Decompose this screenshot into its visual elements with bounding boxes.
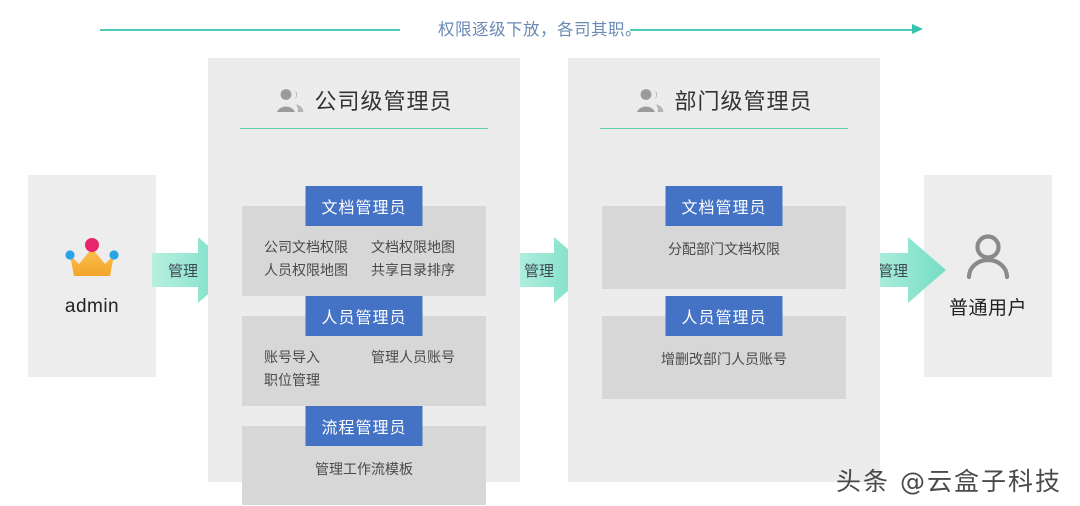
item: 增删改部门人员账号 — [661, 351, 787, 367]
chip-dept-people-admin[interactable]: 人员管理员 — [665, 296, 783, 336]
card-company-people-admin[interactable]: 人员管理员 账号导入 管理人员账号 职位管理 — [242, 296, 486, 407]
banner: 权限逐级下放，各司其职。 — [0, 16, 1080, 44]
banner-line-right — [630, 29, 916, 31]
panel-company-level: 公司级管理员 文档管理员 公司文档权限 文档权限地图 人员权限地图 共享目录排序… — [208, 58, 520, 506]
admin-label: admin — [64, 296, 120, 317]
watermark: 头条 @云盒子科技 — [836, 467, 1062, 496]
item: 分配部门文档权限 — [668, 241, 780, 257]
people-icon — [635, 87, 665, 113]
card-company-doc-items: 公司文档权限 文档权限地图 人员权限地图 共享目录排序 — [242, 236, 486, 282]
card-company-people-items: 账号导入 管理人员账号 职位管理 — [242, 346, 486, 392]
chip-company-people-admin[interactable]: 人员管理员 — [305, 296, 423, 336]
panel-company-title: 公司级管理员 — [314, 89, 453, 114]
arrow-3-label: 管理 — [877, 262, 908, 280]
normal-user-node[interactable]: 普通用户 — [924, 175, 1052, 377]
normal-user-label: 普通用户 — [948, 297, 1027, 319]
person-icon — [962, 233, 1014, 279]
chip-company-doc-admin[interactable]: 文档管理员 — [305, 186, 423, 226]
card-dept-people-admin[interactable]: 人员管理员 增删改部门人员账号 — [602, 296, 846, 400]
arrow-dept-to-user: 管理 — [862, 235, 946, 305]
panel-company-header: 公司级管理员 — [208, 72, 520, 128]
item: 管理工作流模板 — [315, 461, 413, 477]
chip-dept-doc-admin[interactable]: 文档管理员 — [665, 186, 783, 226]
panel-dept-title: 部门级管理员 — [674, 89, 813, 114]
arrow-2-label: 管理 — [523, 262, 554, 280]
card-company-doc-admin[interactable]: 文档管理员 公司文档权限 文档权限地图 人员权限地图 共享目录排序 — [242, 186, 486, 297]
banner-line-left — [100, 29, 400, 31]
admin-node[interactable]: admin — [28, 175, 156, 377]
card-dept-doc-admin[interactable]: 文档管理员 分配部门文档权限 — [602, 186, 846, 290]
people-icon — [275, 87, 305, 113]
chip-company-flow-admin[interactable]: 流程管理员 — [305, 406, 423, 446]
item: 文档权限地图 — [371, 239, 455, 255]
item: 共享目录排序 — [371, 262, 455, 279]
crown-icon — [62, 234, 122, 282]
panel-department-level: 部门级管理员 文档管理员 分配部门文档权限 人员管理员 增删改部门人员账号 — [568, 58, 880, 482]
arrow-1-label: 管理 — [167, 262, 198, 280]
banner-arrow-icon — [912, 24, 923, 34]
item: 公司文档权限 — [264, 239, 348, 255]
card-company-flow-admin[interactable]: 流程管理员 管理工作流模板 — [242, 406, 486, 506]
panel-company-rule — [240, 128, 488, 130]
item: 账号导入 — [264, 349, 320, 365]
banner-text: 权限逐级下放，各司其职。 — [438, 21, 642, 39]
panel-dept-rule — [600, 128, 848, 130]
panel-dept-header: 部门级管理员 — [568, 72, 880, 128]
item: 职位管理 — [264, 372, 320, 389]
item: 人员权限地图 — [264, 262, 348, 279]
item: 管理人员账号 — [371, 349, 455, 365]
